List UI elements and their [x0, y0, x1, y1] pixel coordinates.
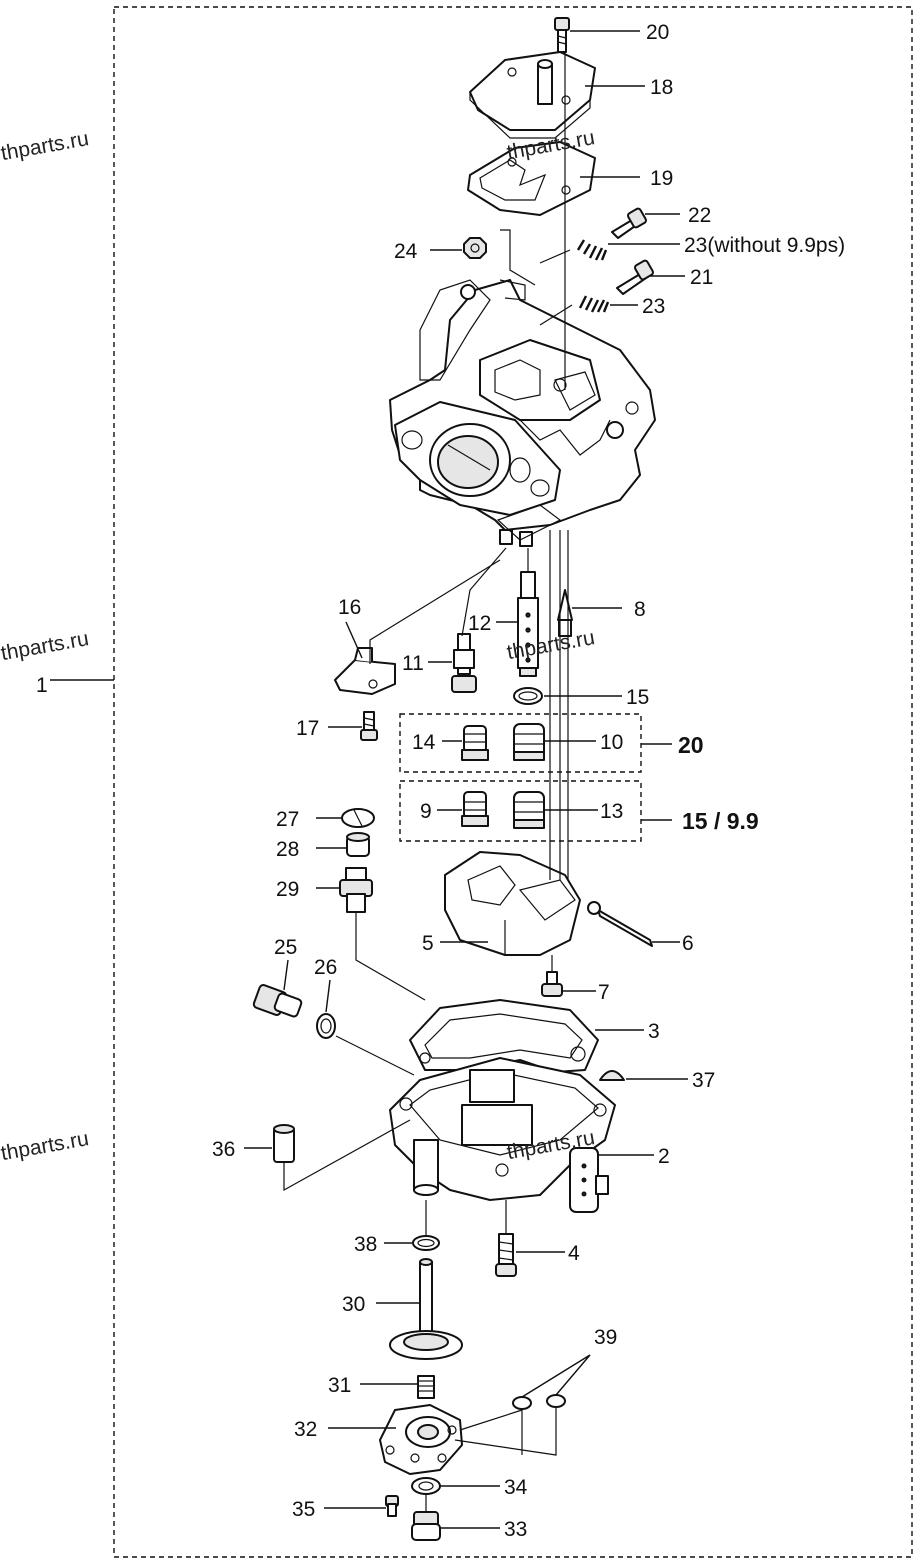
- part-16-bracket: [334, 647, 396, 695]
- callout-6: 6: [682, 932, 694, 955]
- callout-29: 29: [276, 878, 299, 901]
- part-11-jet: [451, 633, 477, 693]
- callout-10: 10: [600, 731, 623, 754]
- part-19-gasket: [467, 141, 596, 216]
- callout-36: 36: [212, 1138, 235, 1161]
- callout-15: 15: [626, 686, 649, 709]
- callout-32: 32: [294, 1418, 317, 1441]
- callout-39: 39: [594, 1326, 617, 1349]
- part-31-spring: [417, 1375, 435, 1399]
- callout-12: 12: [468, 612, 491, 635]
- part-18-cover: [469, 51, 596, 139]
- part-10-jet: [513, 723, 545, 761]
- part-6-pin: [587, 901, 653, 947]
- callout-33: 33: [504, 1518, 527, 1541]
- callout-28: 28: [276, 838, 299, 861]
- callout-17: 17: [296, 717, 319, 740]
- part-7-screw: [541, 971, 563, 997]
- part-29-valve: [339, 867, 373, 913]
- part-39-ring-left: [512, 1396, 532, 1410]
- carburetor-body: [389, 279, 656, 547]
- part-20-screw: [554, 17, 570, 53]
- part-12-emulsion-tube: [517, 571, 539, 677]
- callout-34: 34: [504, 1476, 528, 1499]
- callout-22: 22: [688, 204, 711, 227]
- part-22-screw: [611, 207, 647, 239]
- callout-2: 2: [658, 1145, 670, 1168]
- callout-20: 20: [646, 21, 669, 44]
- part-9-jet: [461, 791, 489, 827]
- part-32-pump-cover: [379, 1404, 463, 1475]
- part-13-jet: [513, 791, 545, 829]
- callout-11: 11: [402, 652, 424, 675]
- part-33-plug: [411, 1511, 441, 1541]
- callout-21: 21: [690, 266, 713, 289]
- kit-label-20: 20: [678, 732, 704, 758]
- part-35-screw: [385, 1495, 399, 1517]
- part-2-float-bowl: [389, 1057, 616, 1213]
- callout-9: 9: [420, 800, 432, 823]
- callout-13: 13: [600, 800, 623, 823]
- callout-26: 26: [314, 956, 337, 979]
- part-37-cap: [599, 1070, 625, 1081]
- callout-30: 30: [342, 1293, 365, 1316]
- callout-5: 5: [422, 932, 434, 955]
- callout-16: 16: [338, 596, 361, 619]
- callout-24: 24: [394, 240, 418, 263]
- callout-7: 7: [598, 981, 610, 1004]
- assembly-frame: [113, 6, 913, 1558]
- callout-23: 23: [642, 295, 665, 318]
- part-5-float: [444, 851, 581, 956]
- part-27-clip: [341, 808, 375, 828]
- kit-box-20: [399, 713, 642, 773]
- part-23-spring-upper: [576, 239, 608, 261]
- callout-4: 4: [568, 1242, 580, 1265]
- callout-35: 35: [292, 1498, 315, 1521]
- part-34-washer: [411, 1477, 441, 1495]
- callout-18: 18: [650, 76, 673, 99]
- callout-23-without-9-9ps: 23(without 9.9ps): [684, 234, 845, 257]
- callout-3: 3: [648, 1020, 660, 1043]
- callout-8: 8: [634, 598, 646, 621]
- callout-19: 19: [650, 167, 673, 190]
- kit-box-15-99: [399, 780, 642, 842]
- part-17-screw: [360, 711, 378, 741]
- part-28-cap: [346, 832, 370, 857]
- part-4-screw: [495, 1233, 517, 1277]
- watermark: thparts.ru: [0, 1127, 91, 1165]
- part-30-plunger: [389, 1258, 463, 1360]
- callout-25: 25: [274, 936, 297, 959]
- callout-37: 37: [692, 1069, 715, 1092]
- part-14-jet: [461, 725, 489, 761]
- callout-27: 27: [276, 808, 299, 831]
- part-24-nut: [463, 237, 487, 259]
- leader-lines: [244, 30, 688, 1529]
- kit-label-15-9-9: 15 / 9.9: [682, 808, 759, 834]
- part-25-plug: [252, 984, 303, 1018]
- watermark: thparts.ru: [0, 127, 91, 165]
- part-38-o-ring: [412, 1235, 440, 1251]
- assembly-guide-lines: [283, 52, 573, 1512]
- part-21-screw: [616, 259, 654, 295]
- callout-1: 1: [36, 674, 48, 697]
- callout-31: 31: [328, 1374, 351, 1397]
- part-23-spring-lower: [578, 295, 610, 313]
- watermark: thparts.ru: [0, 627, 91, 665]
- callout-38: 38: [354, 1233, 377, 1256]
- part-36-pin: [273, 1124, 295, 1163]
- part-26-washer: [316, 1013, 336, 1039]
- callout-14: 14: [412, 731, 436, 754]
- part-15-o-ring: [513, 687, 543, 705]
- part-39-ring-right: [546, 1394, 566, 1408]
